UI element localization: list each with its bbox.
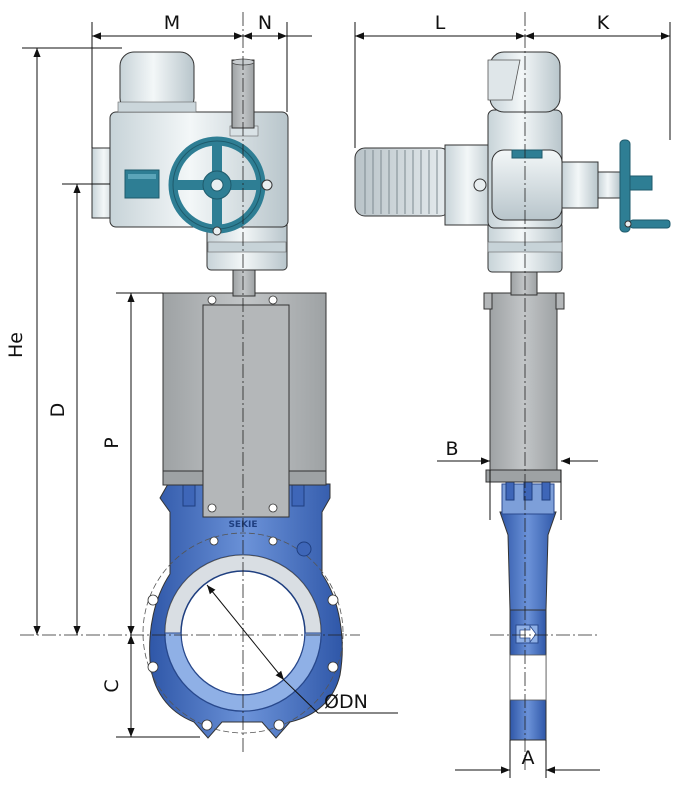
label-d: D [47,403,69,418]
control-cover [491,149,563,221]
label-dn: ØDN [324,691,368,713]
guard-foot-right [288,470,327,486]
flange-bolt [327,661,339,673]
handwheel-knob [212,226,222,236]
flange-bolt [273,719,285,731]
flange-bolt [147,594,159,606]
label-l: L [435,12,446,34]
seat-ring-lower [164,632,322,712]
stem-coupling [232,267,256,297]
flow-arrow-icon [519,624,537,644]
electric-actuator-side [354,51,671,273]
dimensions: M N L K He D P C ØDN B [5,12,671,774]
flange-bolt [201,719,213,731]
flange-bolt [327,594,339,606]
handwheel-side[interactable] [619,139,671,233]
dn-text: DN [339,691,368,713]
flange-bolt [209,536,219,546]
actuator-motor-fins [354,147,451,217]
gate-plate [202,304,290,518]
label-k: K [597,12,610,34]
electric-actuator-front [91,51,289,271]
handwheel-front[interactable] [168,136,266,236]
guard-bolt [268,503,278,513]
guard-bolt [207,295,217,305]
front-view: SEKIE [20,12,360,752]
label-a: A [522,747,535,769]
side-view [354,12,671,778]
label-b: B [445,438,458,460]
flange-bolt [268,536,278,546]
gland-stud-right [291,483,305,507]
gland-stud-left [182,483,196,507]
body-neck-side [499,511,557,611]
flange-bolt [147,661,159,673]
label-m: M [164,12,180,34]
label-c: C [101,679,123,692]
guard-bolt [268,295,278,305]
valve-body-side [499,477,557,741]
guard-bolt [207,503,217,513]
guard-foot-left [162,470,204,486]
diameter-symbol: Ø [324,691,339,713]
label-he: He [5,332,27,358]
label-p: P [101,437,123,448]
dim-dn-line [206,584,285,681]
label-n: N [258,12,272,34]
stem-guard-front [162,292,327,518]
stem-guard-side [489,292,558,478]
body-badge [296,541,312,557]
